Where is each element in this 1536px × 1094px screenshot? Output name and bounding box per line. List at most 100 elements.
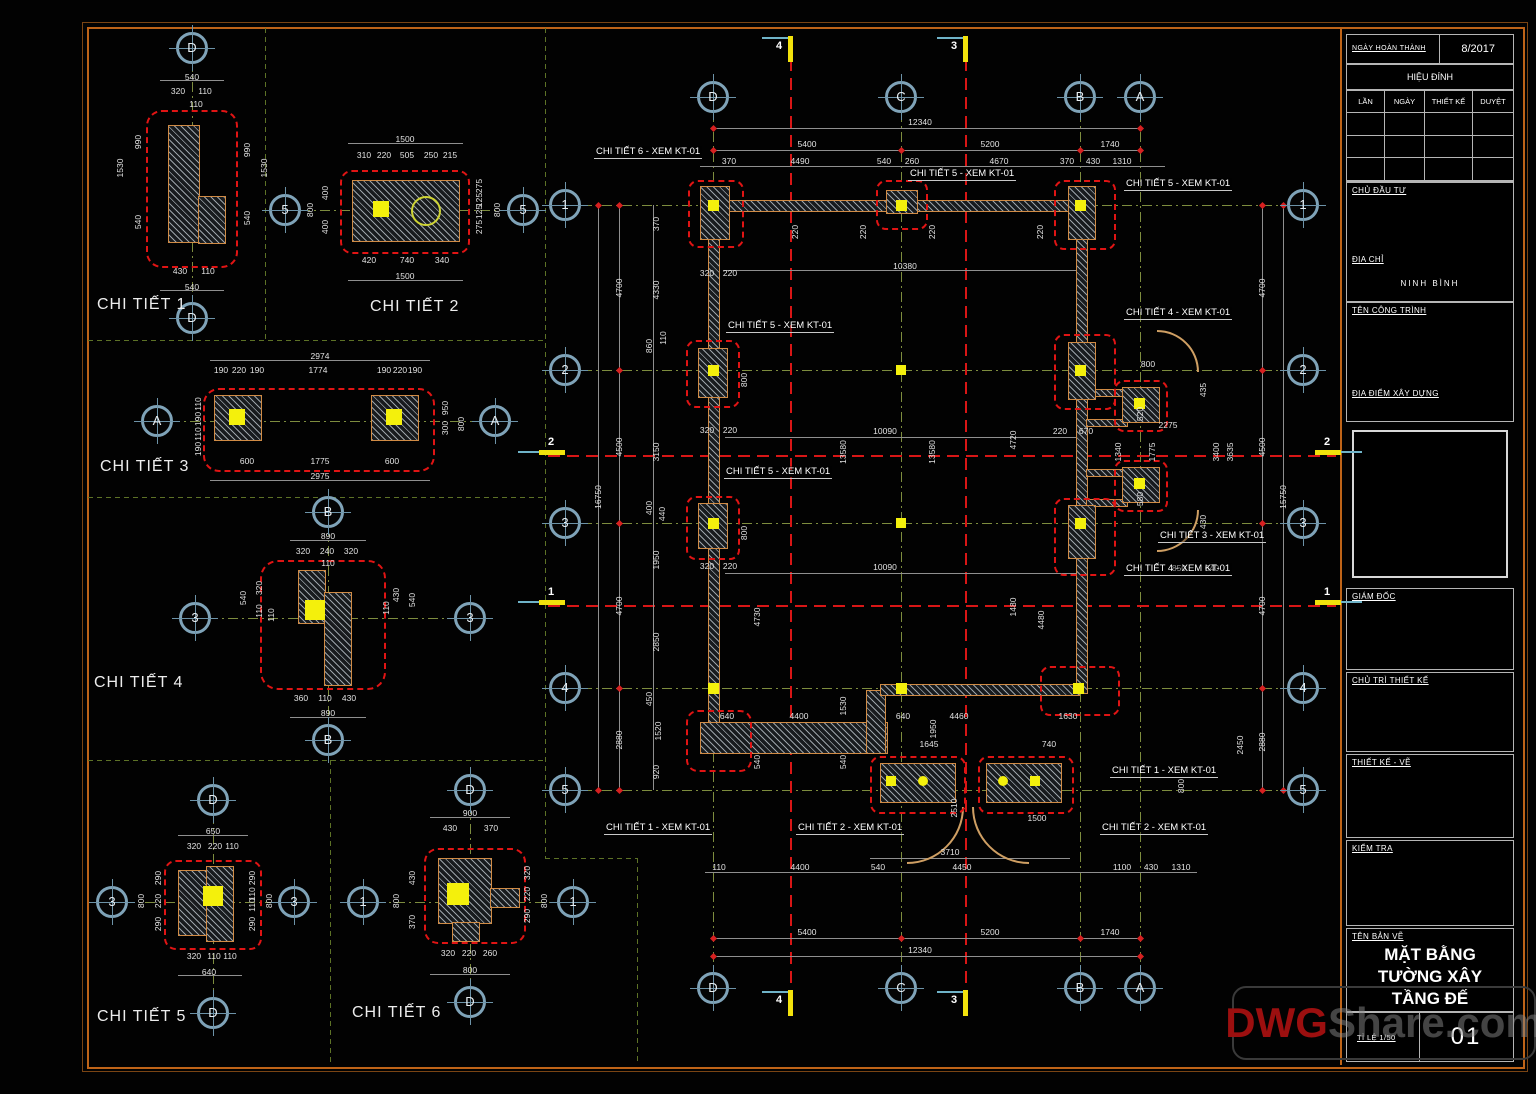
- title-block-divider: [1340, 27, 1342, 1065]
- dimension-text: 110: [198, 86, 212, 96]
- dimension-text: 600: [239, 456, 255, 466]
- column-marker: [373, 201, 389, 217]
- detail-reference-callout: CHI TIẾT 5 - XEM KT-01: [1124, 178, 1233, 191]
- dimension-text: 260: [482, 948, 498, 958]
- grid-bubble-A: A: [1117, 965, 1163, 1011]
- dimension-text: 580: [1135, 491, 1145, 507]
- dimension-text: 125: [474, 204, 484, 220]
- client-label: CHỦ ĐẦU TƯ: [1352, 186, 1407, 195]
- dimension-text: 13580: [927, 440, 937, 464]
- dimension-text: 740: [1041, 739, 1057, 749]
- dimension-text: 800: [739, 525, 749, 541]
- dimension-text: 1775: [310, 456, 330, 466]
- pier-dashed-outline: [1054, 498, 1116, 576]
- dimension-tick: [594, 201, 603, 210]
- dimension-text: 4500: [614, 437, 624, 457]
- pier-dashed-outline: [978, 756, 1074, 814]
- dimension-text: 220: [722, 268, 738, 278]
- detail-title: CHI TIẾT 6: [352, 1004, 442, 1021]
- dimension-text: 670: [1078, 426, 1094, 436]
- dimension-text: 4480: [1036, 610, 1046, 630]
- dimension-text: 540: [184, 72, 200, 82]
- column-marker: [1133, 397, 1145, 409]
- dimension-text: 3400: [1211, 442, 1221, 462]
- section-marker-bar: [788, 36, 793, 62]
- grid-bubble-A: A: [134, 398, 180, 444]
- dimension-text: 12340: [908, 117, 932, 127]
- section-marker-bar: [1315, 450, 1341, 455]
- rev-col-thietke: THIẾT KẾ: [1425, 91, 1473, 113]
- section-cut-line: [790, 40, 792, 1012]
- dimension-text: 990: [133, 134, 143, 150]
- detail-title: CHI TIẾT 4: [94, 674, 184, 691]
- dimension-text: 320: [254, 580, 264, 596]
- dimension-text: 4700: [1257, 278, 1267, 298]
- wall-hatch-segment: [1122, 387, 1160, 423]
- dimension-text: 10090: [873, 562, 897, 572]
- wall-hatch-segment: [1076, 210, 1088, 694]
- dimension-text: 110: [225, 841, 239, 851]
- dimension-text: 110: [318, 693, 332, 703]
- dimension-tick: [615, 684, 624, 693]
- sheet-number: 01: [1450, 1023, 1482, 1050]
- dimension-text: 10090: [873, 426, 897, 436]
- dimension-text: 110: [712, 862, 726, 872]
- dimension-text: 220: [722, 425, 738, 435]
- dimension-text: 540: [184, 282, 200, 292]
- dimension-text: 1500: [395, 271, 415, 281]
- grid-centerline: [1140, 112, 1141, 975]
- column-marker: [886, 776, 896, 786]
- dimension-line: [870, 858, 1070, 859]
- dimension-text: 340: [434, 255, 450, 265]
- dimension-text: 220: [153, 893, 163, 909]
- wall-hatch-segment: [198, 196, 226, 244]
- dimension-text: 540: [838, 754, 848, 770]
- grid-centerline: [170, 421, 482, 422]
- column-marker: [998, 776, 1008, 786]
- dimension-text: 110: [658, 331, 668, 345]
- dimension-text: 2850: [651, 632, 661, 652]
- checker-label: KIỂM TRA: [1352, 844, 1393, 853]
- rev-col-duyet: DUYỆT: [1473, 91, 1513, 113]
- dimension-tick: [615, 786, 624, 795]
- dimension-text: 1310: [1112, 156, 1132, 166]
- dimension-text: 220: [790, 224, 800, 240]
- dimension-tick: [709, 934, 718, 943]
- pier-dashed-outline: [340, 170, 470, 254]
- scale-label: TỈ LỆ 1/50: [1357, 1033, 1396, 1042]
- section-marker-bar: [539, 600, 565, 605]
- dimension-line: [210, 360, 430, 361]
- dimension-text: 4400: [790, 862, 810, 872]
- dimension-text: 800: [456, 416, 466, 432]
- panel-divider: [265, 28, 266, 340]
- dimension-text: 1530: [115, 158, 125, 178]
- completion-value: 8/2017: [1461, 43, 1495, 55]
- dimension-text: 890: [320, 531, 336, 541]
- dimension-tick: [1136, 952, 1145, 961]
- dimension-text: 1950: [928, 719, 938, 739]
- dimension-text: 440: [657, 506, 667, 522]
- dimension-text: 220: [392, 365, 408, 375]
- dimension-text: 190: [376, 365, 392, 375]
- grid-bubble-1: 1: [1280, 182, 1326, 228]
- column-marker: [386, 409, 402, 425]
- dimension-text: 310: [356, 150, 372, 160]
- grid-centerline: [582, 523, 1288, 524]
- section-marker-bar: [539, 450, 565, 455]
- dimension-tick: [1076, 934, 1085, 943]
- dimension-line: [290, 540, 366, 541]
- section-marker-bar: [963, 36, 968, 62]
- column-marker: [1030, 776, 1040, 786]
- dimension-text: 1530: [838, 696, 848, 716]
- dimension-text: 4700: [1257, 596, 1267, 616]
- section-marker-tail: [762, 37, 788, 39]
- grid-bubble-B: B: [1057, 74, 1103, 120]
- dimension-text: 13580: [838, 440, 848, 464]
- pier-dashed-outline: [164, 860, 262, 950]
- dimension-text: 3635: [1225, 442, 1235, 462]
- dimension-tick: [897, 146, 906, 155]
- column-marker: [305, 600, 325, 620]
- dimension-line: [700, 166, 1165, 167]
